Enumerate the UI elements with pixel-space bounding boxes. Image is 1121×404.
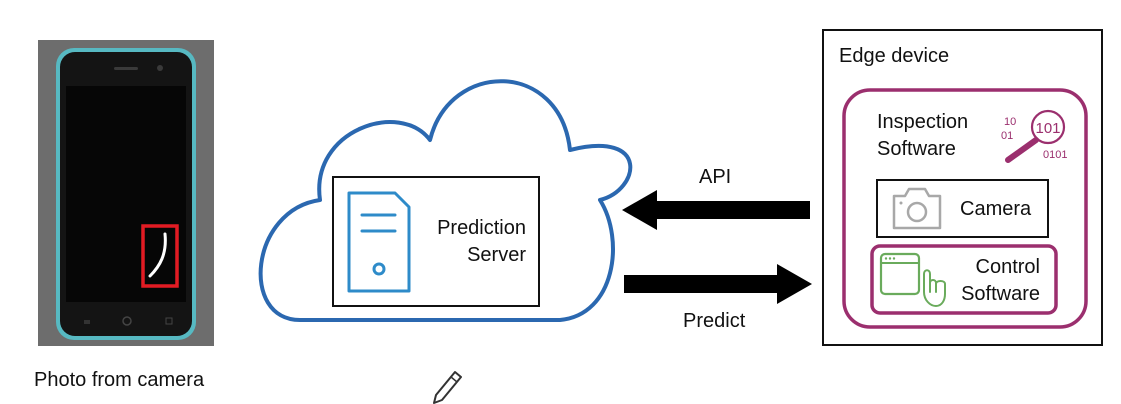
defect-marker xyxy=(141,224,179,288)
control-label-line2: Software xyxy=(961,283,1040,305)
binary-digits-bottom: 0101 xyxy=(1043,149,1067,161)
predict-arrow xyxy=(624,264,812,304)
binary-digits-main: 101 xyxy=(1035,120,1060,137)
binary-digits-top: 10 xyxy=(1004,116,1016,128)
server-icon xyxy=(347,191,411,293)
camera-icon xyxy=(892,187,942,230)
smartphone-icon xyxy=(38,40,214,346)
control-software-box xyxy=(870,244,1058,315)
control-label-line1: Control xyxy=(975,256,1040,278)
edge-device-title: Edge device xyxy=(839,45,950,67)
binary-digits-mid: 01 xyxy=(1001,130,1013,142)
server-label-line2: Server xyxy=(467,244,526,266)
pencil-icon xyxy=(433,371,462,404)
phone-caption: Photo from camera xyxy=(34,369,205,391)
api-label: API xyxy=(699,166,732,188)
inspection-software-box xyxy=(842,88,1088,329)
browser-hand-icon xyxy=(879,252,946,307)
server-label-line1: Prediction xyxy=(437,217,526,239)
predict-label: Predict xyxy=(683,310,746,332)
camera-label: Camera xyxy=(960,198,1032,220)
inspection-label-line2: Software xyxy=(877,138,956,160)
prediction-server-box xyxy=(332,176,540,307)
binary-magnifier-icon: 101 10 01 0101 xyxy=(1001,109,1067,163)
inspection-label-line1: Inspection xyxy=(877,111,969,133)
api-arrow xyxy=(622,190,810,230)
